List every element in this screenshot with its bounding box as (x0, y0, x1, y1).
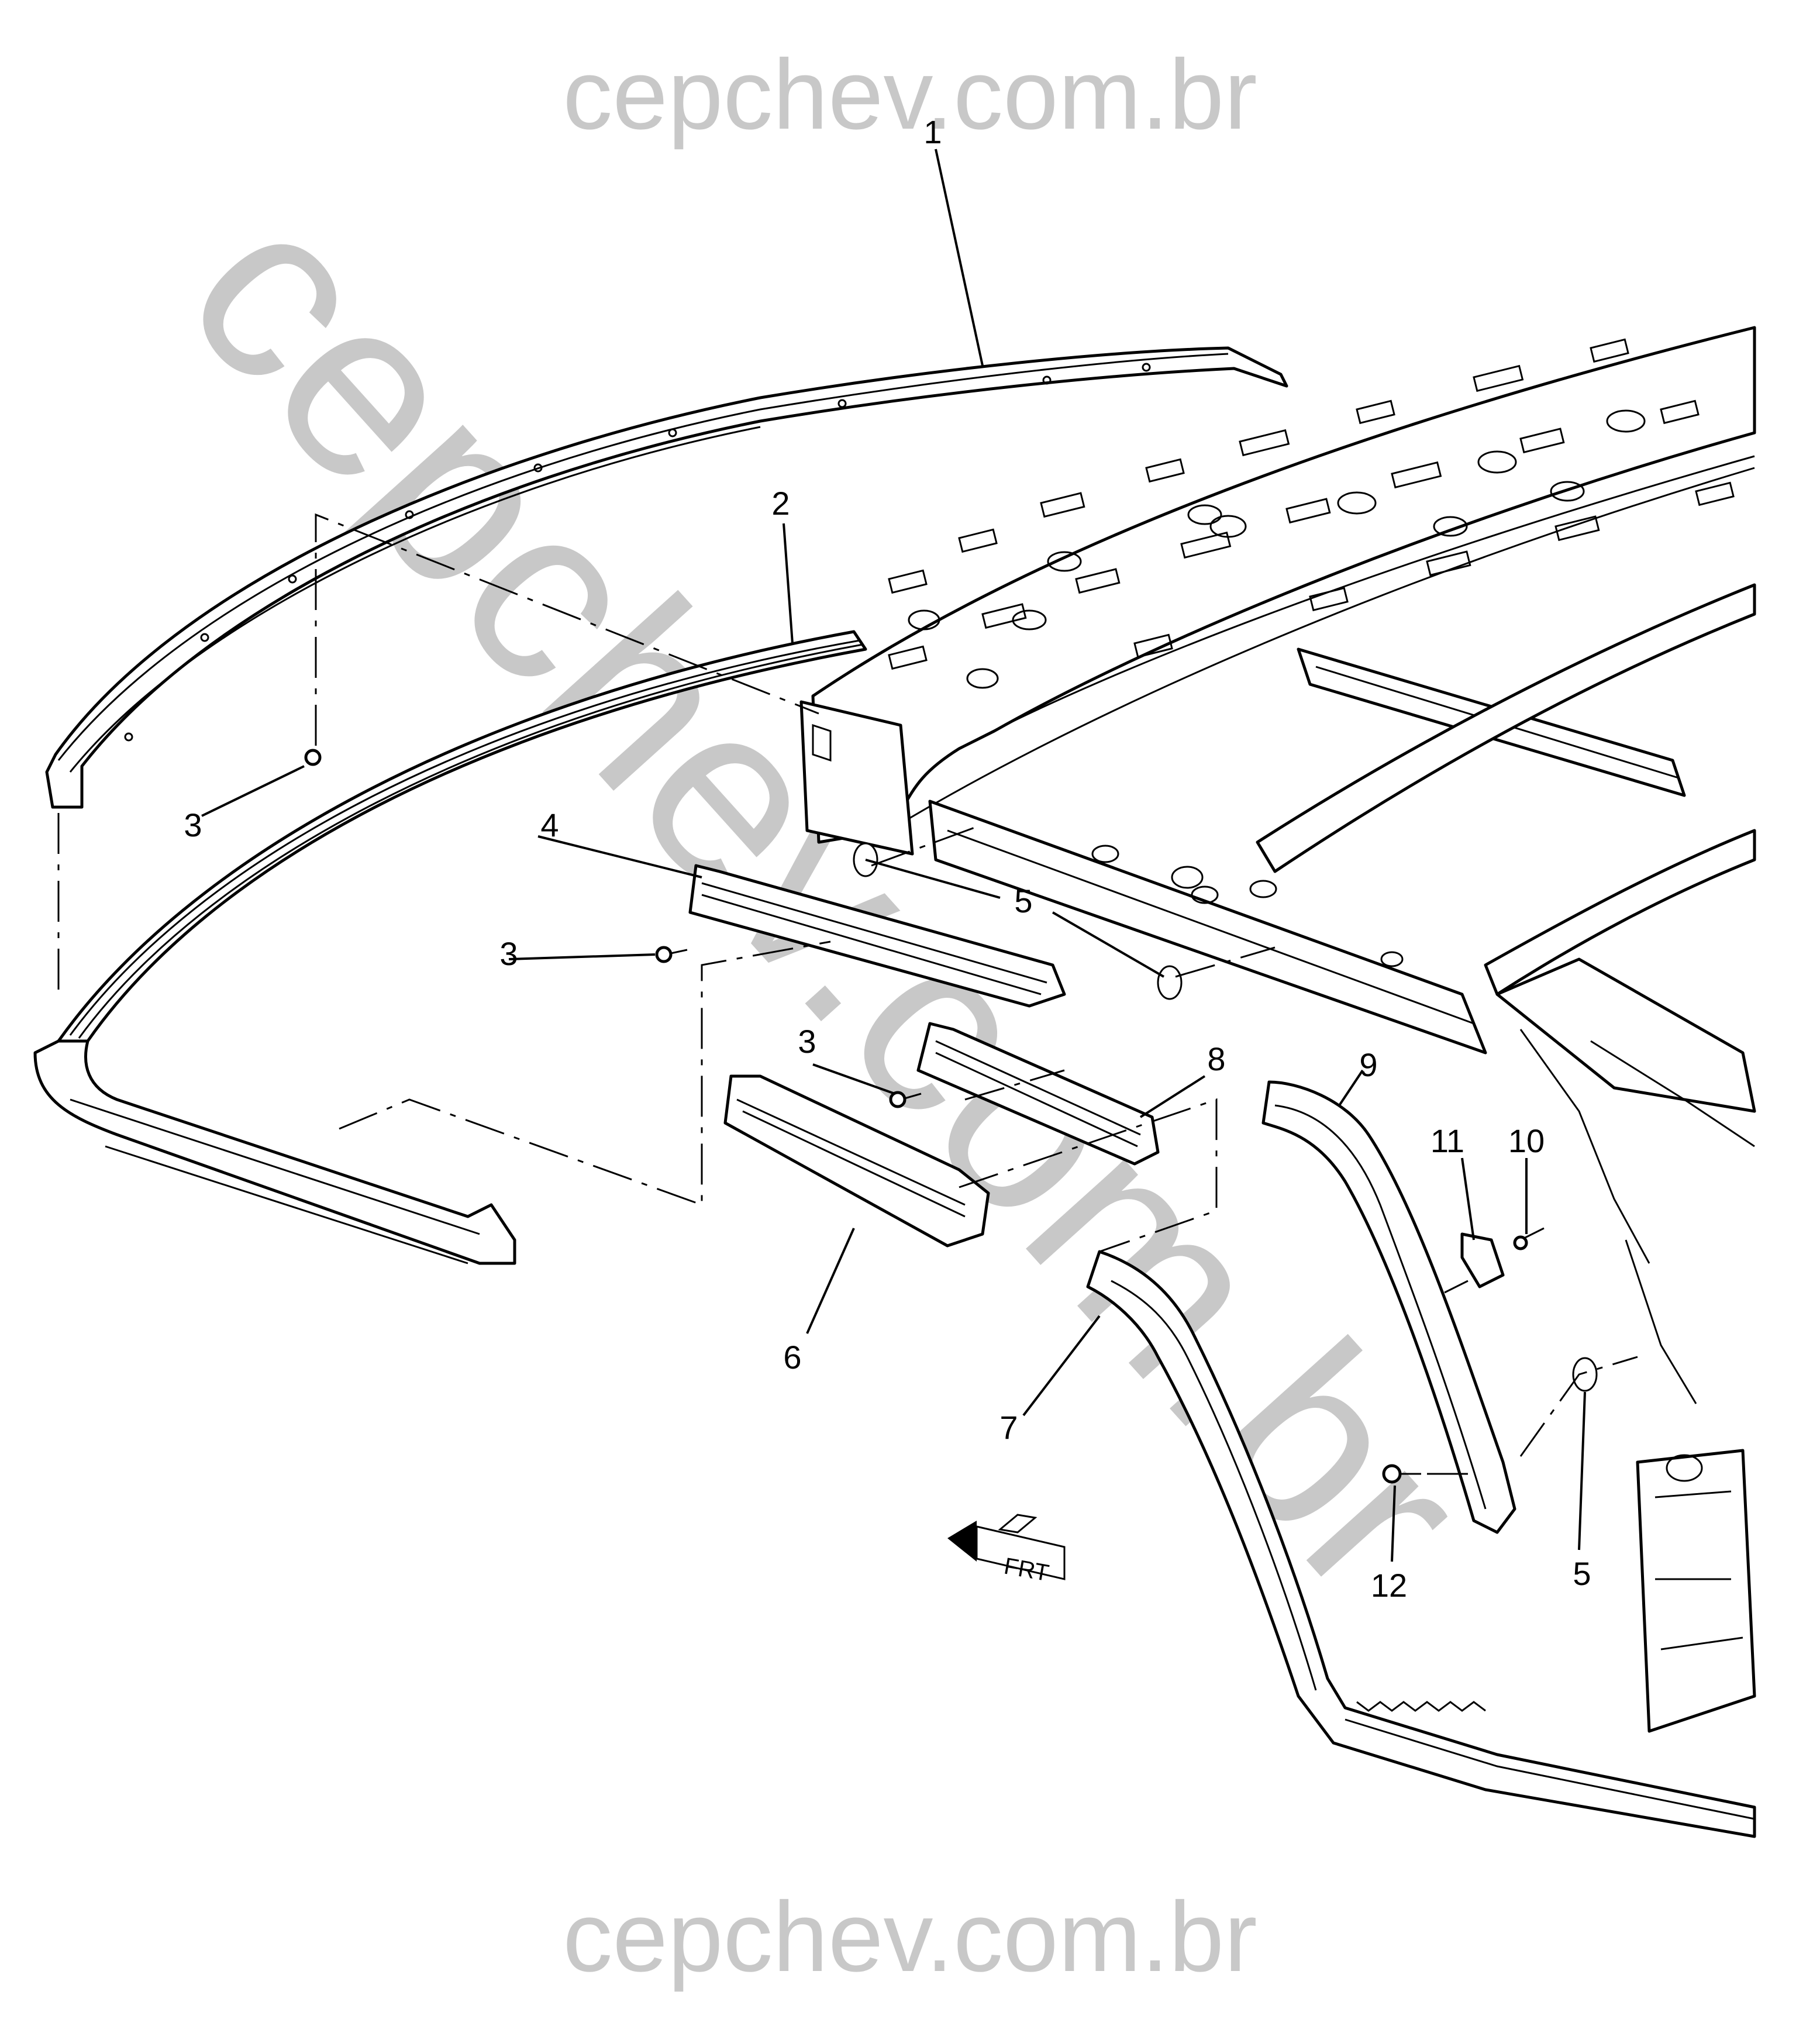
front-arrow-icon: FRT (947, 1514, 1066, 1586)
callout-5-lower: 5 (1573, 1555, 1591, 1592)
callout-3-lower: 3 (798, 1023, 816, 1060)
watermark-bottom: cepchev.com.br (563, 1882, 1257, 1993)
callout-8: 8 (1207, 1040, 1225, 1077)
callout-6: 6 (783, 1339, 801, 1376)
assembly-phantom-lines (57, 513, 1638, 1475)
part-11-clip (1460, 1232, 1505, 1288)
part-4-seal (688, 864, 1066, 1008)
callout-3-left: 3 (184, 807, 202, 843)
roof-panel-structure (799, 326, 1756, 1733)
callout-2: 2 (771, 485, 790, 522)
part-7-quarter-seal (1086, 1250, 1756, 1838)
watermark-diagonal: cepchev.com.br (135, 152, 1519, 1646)
callout-11: 11 (1431, 1122, 1464, 1159)
callout-3-center: 3 (499, 935, 518, 972)
part-10-fastener (1513, 1227, 1545, 1250)
callout-7: 7 (999, 1409, 1018, 1446)
part-2-weatherstrip (33, 630, 867, 1265)
callout-10: 10 (1508, 1122, 1545, 1159)
part-12-screw (1382, 1464, 1421, 1484)
part-5-washers (853, 842, 1598, 1392)
callout-labels: 1 2 3 4 3 5 3 8 9 11 10 6 7 12 5 (184, 113, 1591, 1604)
callout-1: 1 (923, 113, 942, 150)
part-8-seal (916, 1022, 1160, 1166)
callout-5-upper: 5 (1014, 883, 1032, 919)
part-9-pillar-trim (1261, 1080, 1516, 1534)
part-6-seal (723, 1074, 990, 1248)
leader-lines (201, 149, 1586, 1562)
callout-4: 4 (540, 807, 559, 843)
callout-12: 12 (1371, 1567, 1407, 1604)
watermark-top: cepchev.com.br (563, 39, 1257, 150)
part-3-screws (304, 749, 922, 1108)
callout-9: 9 (1359, 1046, 1377, 1083)
part-1-retainer (45, 346, 1288, 809)
